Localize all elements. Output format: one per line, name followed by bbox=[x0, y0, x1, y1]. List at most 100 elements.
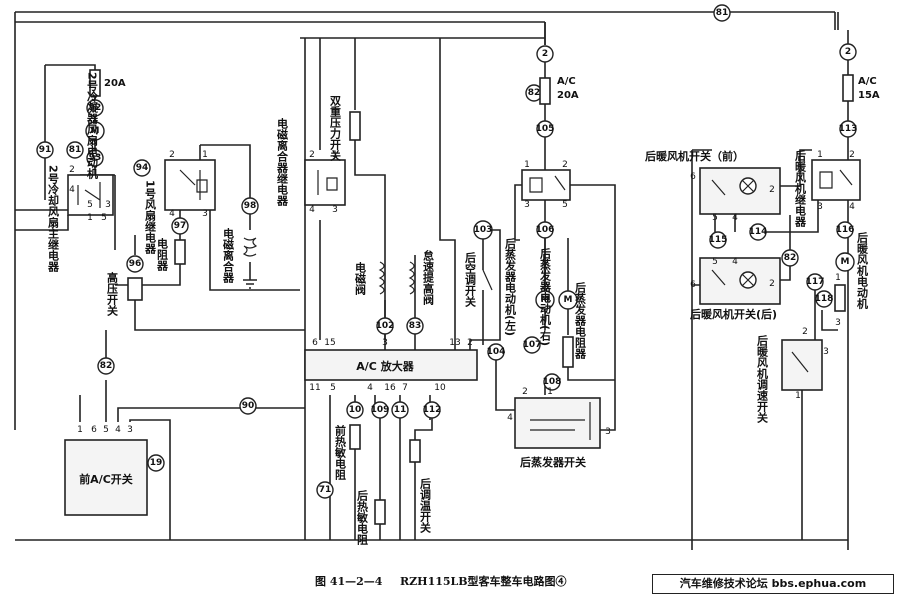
ac-amplifier: A/C 放大器 6 15 3 13 2 11 5 4 16 7 10 bbox=[304, 38, 501, 540]
svg-text:3: 3 bbox=[127, 425, 133, 435]
relay-icon bbox=[67, 174, 114, 216]
heat-sw-rear-label: 后暖风机开关(后) bbox=[690, 307, 777, 321]
svg-text:3: 3 bbox=[105, 200, 111, 210]
heater-fuse-label: A/C bbox=[858, 76, 877, 87]
node-2-b: 2 bbox=[845, 47, 851, 57]
node-11: 11 bbox=[394, 405, 407, 415]
svg-text:4: 4 bbox=[367, 383, 373, 393]
rear-evap-motor-right-label: 后蒸发器电动机(右) bbox=[539, 247, 553, 346]
rear-evap-switch-label: 后蒸发器开关 bbox=[520, 455, 586, 469]
dual-pressure-switch-label: 双重压力开关 bbox=[329, 95, 342, 162]
svg-text:11: 11 bbox=[309, 383, 320, 393]
cooling-fan-relay-label: 2号冷却风扇主继电器 bbox=[47, 165, 61, 272]
node-81-top-label: 81 bbox=[716, 8, 729, 18]
rear-thermistor-icon bbox=[374, 499, 386, 525]
svg-text:1: 1 bbox=[835, 273, 841, 283]
heater-fuse-icon bbox=[842, 74, 854, 102]
svg-text:7: 7 bbox=[402, 383, 408, 393]
svg-text:3: 3 bbox=[382, 338, 388, 348]
coil-icon bbox=[242, 237, 258, 257]
node-82-b: 82 bbox=[100, 361, 113, 371]
svg-text:5: 5 bbox=[562, 200, 568, 210]
node-81-top: 81 bbox=[713, 4, 731, 22]
svg-text:4: 4 bbox=[115, 425, 121, 435]
rear-temp-switch-label: 后调温开关 bbox=[419, 477, 432, 534]
node-102: 102 bbox=[376, 321, 395, 331]
mag-clutch-relay-label: 电磁离合器继电器 bbox=[276, 117, 290, 207]
svg-text:1: 1 bbox=[202, 150, 208, 160]
svg-text:2: 2 bbox=[522, 387, 528, 397]
resistor-icon bbox=[174, 239, 186, 265]
svg-text:1: 1 bbox=[795, 391, 801, 401]
svg-text:3: 3 bbox=[605, 427, 611, 437]
svg-text:16: 16 bbox=[384, 383, 396, 393]
rear-heater-switches: 后暖风机开关（前） 6 2 5 4 115 114 6 2 5 4 后暖风机开关… bbox=[645, 149, 819, 321]
svg-text:M: M bbox=[541, 295, 550, 305]
svg-text:6: 6 bbox=[312, 338, 318, 348]
high-pressure-switch: 96 高压开关 bbox=[106, 235, 305, 331]
svg-text:4: 4 bbox=[169, 209, 175, 219]
node-92: 92 bbox=[89, 103, 102, 113]
rear-thermistor-label: 后热敏电阻 bbox=[356, 489, 370, 546]
rear-heater-motor-label: 后暖风机电动机 bbox=[856, 231, 869, 310]
node-91: 91 bbox=[39, 145, 52, 155]
svg-text:4: 4 bbox=[849, 202, 855, 212]
high-pressure-switch-label: 高压开关 bbox=[106, 271, 119, 317]
rear-heater-speed-label: 后暖风机调速开关 bbox=[756, 334, 769, 424]
ac-fuse-amp: 20A bbox=[557, 90, 579, 101]
svg-text:1: 1 bbox=[524, 160, 530, 170]
front-ac-switch: 前A/C开关 1 6 5 4 3 82 90 19 bbox=[64, 330, 305, 540]
resistor-label: 电阻器 bbox=[156, 237, 170, 272]
front-ac-switch-label: 前A/C开关 bbox=[79, 472, 133, 486]
idle-up-valve-label: 怠速提高阀 bbox=[422, 249, 435, 306]
relay-icon bbox=[304, 159, 346, 206]
front-thermistor-icon bbox=[349, 424, 361, 450]
rear-evap-resistor-icon bbox=[562, 336, 574, 368]
node-114: 114 bbox=[749, 227, 768, 237]
node-71: 71 bbox=[319, 485, 332, 495]
coil-icon bbox=[408, 261, 415, 295]
svg-text:5: 5 bbox=[101, 213, 107, 223]
front-thermistor-label: 前热敏电阻 bbox=[334, 424, 348, 481]
thermistors: 71 10 前热敏电阻 109 后热敏电阻 11 112 后调温开关 bbox=[316, 401, 441, 546]
svg-text:3: 3 bbox=[202, 209, 208, 219]
ground-icon bbox=[243, 262, 257, 289]
svg-text:2: 2 bbox=[769, 279, 775, 289]
solenoid-valve-label: 电磁阀 bbox=[354, 261, 367, 296]
node-94: 94 bbox=[136, 163, 149, 173]
watermark-banner: 汽车维修技术论坛 bbs.ephua.com bbox=[652, 574, 894, 594]
figure-title: RZH115LB型客车整车电路图④ bbox=[400, 574, 567, 588]
figure-number: 图 41—2—4 bbox=[315, 575, 383, 588]
svg-text:4: 4 bbox=[732, 257, 738, 267]
node-82-c: 82 bbox=[784, 253, 797, 263]
node-96: 96 bbox=[129, 259, 142, 269]
switch-icon bbox=[127, 277, 143, 301]
node-2-a: 2 bbox=[542, 49, 548, 59]
svg-text:1: 1 bbox=[332, 150, 338, 160]
svg-text:5: 5 bbox=[712, 257, 718, 267]
svg-text:1: 1 bbox=[817, 150, 823, 160]
heater-fuse-amp: 15A bbox=[858, 90, 880, 101]
rear-evap-section: 103 后空调开关 104 1 2 3 5 2 82 A/C 20A 105 1… bbox=[464, 45, 616, 469]
solenoid-valves: 102 电磁阀 83 怠速提高阀 bbox=[354, 249, 435, 350]
heat-sw-front-label: 后暖风机开关（前） bbox=[645, 149, 744, 163]
svg-text:2: 2 bbox=[802, 327, 808, 337]
node-107: 107 bbox=[523, 340, 542, 350]
condenser-fan-section: 20A 92 M 93 81 91 2 4 5 3 1 5 2号冷凝器风扇电动机… bbox=[15, 64, 126, 272]
svg-text:4: 4 bbox=[507, 413, 513, 423]
node-19: 19 bbox=[150, 458, 163, 468]
svg-text:6: 6 bbox=[690, 172, 696, 182]
svg-text:1: 1 bbox=[87, 213, 93, 223]
node-105: 105 bbox=[536, 124, 555, 134]
relay-icon bbox=[521, 169, 571, 201]
rear-heater-relay-label: 后暖风机继电器 bbox=[794, 149, 808, 228]
svg-text:2: 2 bbox=[309, 150, 315, 160]
ac-fuse-icon bbox=[539, 77, 551, 105]
svg-text:5: 5 bbox=[87, 200, 93, 210]
relay-icon bbox=[811, 159, 861, 201]
magnetic-clutch: 98 电磁离合器 bbox=[222, 197, 259, 289]
svg-text:M: M bbox=[841, 257, 850, 267]
node-116: 116 bbox=[836, 225, 855, 235]
cond-fan-motor-label: 2号冷凝器风扇电动机 bbox=[86, 72, 100, 179]
